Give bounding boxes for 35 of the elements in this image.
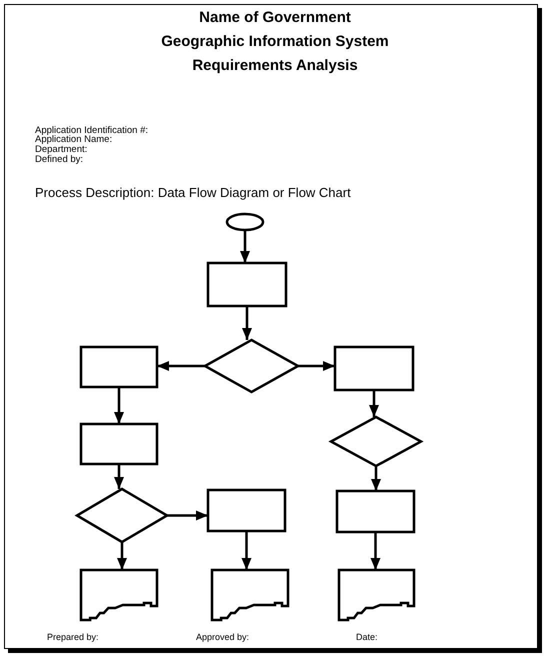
form-field-label: Application Identification #: [35,126,148,136]
title-line: Requirements Analysis [192,58,358,74]
form-field-label: Defined by: [35,155,84,166]
arrow [157,361,205,371]
title-line: Geographic Information System [161,34,389,50]
signature-field-label: Approved by: [196,633,250,643]
form-field-label: Application Name: [35,135,112,146]
arrow [117,542,127,570]
process-box [208,490,285,531]
arrow [114,387,124,424]
arrow [370,532,380,570]
process-box [81,424,157,464]
process-box [208,263,286,306]
document-shape [212,570,288,620]
document-shape [339,570,414,620]
arrow [167,510,208,520]
arrow [371,466,381,491]
signature-field-label: Date: [356,633,378,643]
document-shape [81,570,157,620]
section-heading: Process Description: Data Flow Diagram or Flow Chart [35,186,351,200]
arrow [242,531,252,570]
arrow [240,230,250,263]
arrow [242,306,252,340]
arrow [369,390,379,417]
title-line: Name of Government [199,10,351,26]
signature-field-label: Prepared by: [47,633,99,643]
process-box [81,347,157,387]
decision-diamond [331,417,421,466]
decision-diamond [205,340,298,392]
process-box [335,347,413,390]
arrow [298,361,335,371]
process-box [337,491,414,532]
decision-diamond [77,489,167,542]
form-field-label: Department: [35,145,88,155]
arrow [114,464,124,489]
